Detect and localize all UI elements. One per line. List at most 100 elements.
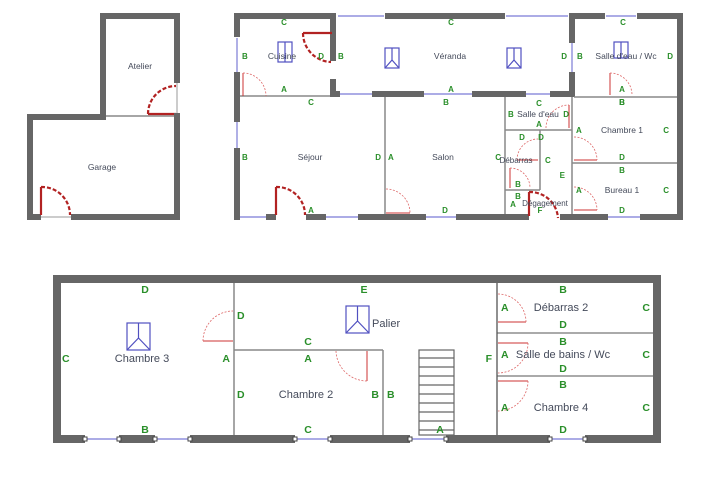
- door-cuisine[interactable]: [242, 72, 267, 97]
- door[interactable]: [39, 185, 72, 216]
- wall: [27, 114, 106, 120]
- door-bureau-1[interactable]: [573, 186, 598, 211]
- wall: [330, 435, 410, 443]
- svg-text:B: B: [619, 166, 625, 175]
- wall: [330, 79, 336, 97]
- wall: [306, 214, 326, 220]
- door-chambre-2[interactable]: [335, 350, 368, 382]
- wall: [569, 13, 575, 43]
- svg-text:A: A: [576, 126, 582, 135]
- svg-text:A: A: [448, 85, 454, 94]
- svg-text:B: B: [559, 284, 567, 296]
- svg-text:D: D: [141, 284, 149, 296]
- svg-text:D: D: [442, 206, 448, 215]
- door-salle-de-bains[interactable]: [497, 342, 529, 374]
- svg-text:D: D: [667, 52, 673, 61]
- svg-text:C: C: [545, 156, 551, 165]
- room-label-degagement: Dégagement: [522, 199, 569, 208]
- svg-text:B: B: [371, 389, 379, 401]
- svg-text:C: C: [620, 18, 626, 27]
- wall: [27, 214, 41, 220]
- wall: [174, 113, 180, 220]
- wall: [550, 91, 574, 97]
- wall: [569, 13, 605, 19]
- svg-text:A: A: [304, 353, 312, 365]
- svg-text:C: C: [536, 99, 542, 108]
- door-salle-eau-wc[interactable]: [609, 72, 633, 96]
- svg-text:D: D: [559, 363, 567, 375]
- wall: [234, 72, 240, 122]
- room-label-salle-eau-wc: Salle d'eau / Wc: [595, 51, 657, 61]
- wall: [446, 435, 550, 443]
- door-degagement[interactable]: [527, 190, 560, 219]
- room-label-sejour: Séjour: [298, 152, 323, 162]
- door-debarras[interactable]: [516, 138, 539, 161]
- svg-text:B: B: [443, 98, 449, 107]
- svg-text:A: A: [501, 302, 509, 314]
- wall-labels-first: D C A B E D C F B A A D B C B A C D B A …: [62, 284, 650, 436]
- roof-window-icon: [345, 305, 370, 334]
- wall: [330, 13, 336, 61]
- svg-text:D: D: [318, 52, 324, 61]
- wall: [234, 148, 240, 220]
- door-salle-eau[interactable]: [545, 104, 570, 129]
- door-chambre-1[interactable]: [573, 136, 598, 161]
- wall: [234, 13, 240, 37]
- svg-text:B: B: [387, 389, 395, 401]
- door-debarras-b[interactable]: [509, 167, 531, 189]
- svg-text:A: A: [576, 186, 582, 195]
- svg-text:A: A: [222, 353, 230, 365]
- room-label-chambre-3: Chambre 3: [115, 353, 169, 365]
- svg-text:C: C: [62, 353, 70, 365]
- wall: [100, 13, 106, 117]
- svg-text:B: B: [619, 98, 625, 107]
- door-cuisine-veranda[interactable]: [301, 31, 332, 64]
- wall-labels-ground: C B D A C C B D A B C B D A B B D A A C …: [242, 18, 673, 215]
- room-label-veranda: Véranda: [434, 51, 466, 61]
- wall: [71, 214, 180, 220]
- door-debarras-2[interactable]: [497, 293, 527, 323]
- svg-text:B: B: [242, 52, 248, 61]
- wall: [585, 435, 661, 443]
- ground-floor-plan: Cuisine Véranda Salle d'eau / Wc Séjour …: [234, 13, 683, 220]
- svg-text:B: B: [559, 336, 567, 348]
- staircase: [418, 349, 455, 436]
- wall: [119, 435, 155, 443]
- svg-text:B: B: [508, 110, 514, 119]
- svg-text:D: D: [375, 153, 381, 162]
- wall: [385, 13, 505, 19]
- wall: [190, 435, 295, 443]
- svg-text:A: A: [281, 85, 287, 94]
- svg-text:A: A: [510, 200, 516, 209]
- svg-text:A: A: [501, 349, 509, 361]
- svg-text:B: B: [515, 180, 521, 189]
- svg-text:D: D: [538, 133, 544, 142]
- wall: [27, 114, 33, 220]
- svg-text:A: A: [308, 206, 314, 215]
- door-chambre-4[interactable]: [497, 380, 529, 412]
- svg-text:C: C: [663, 126, 669, 135]
- svg-text:A: A: [388, 153, 394, 162]
- svg-text:D: D: [519, 133, 525, 142]
- door-entrance[interactable]: [274, 185, 307, 216]
- svg-text:D: D: [619, 206, 625, 215]
- svg-text:B: B: [242, 153, 248, 162]
- svg-text:D: D: [237, 310, 245, 322]
- room-label-salle-de-bains-wc: Salle de bains / Wc: [516, 349, 611, 361]
- room-label-chambre-4: Chambre 4: [534, 402, 588, 414]
- wall: [472, 91, 526, 97]
- svg-text:B: B: [559, 379, 567, 391]
- svg-text:D: D: [619, 153, 625, 162]
- svg-text:A: A: [501, 402, 509, 414]
- wall: [640, 214, 683, 220]
- room-label-chambre-1: Chambre 1: [601, 125, 643, 135]
- svg-text:B: B: [619, 98, 625, 107]
- wall: [372, 91, 424, 97]
- door[interactable]: [146, 84, 177, 116]
- room-label-bureau-1: Bureau 1: [605, 185, 640, 195]
- svg-text:C: C: [663, 186, 669, 195]
- door-salon[interactable]: [385, 188, 411, 214]
- door-chambre-3[interactable]: [202, 310, 234, 342]
- svg-text:C: C: [304, 424, 312, 436]
